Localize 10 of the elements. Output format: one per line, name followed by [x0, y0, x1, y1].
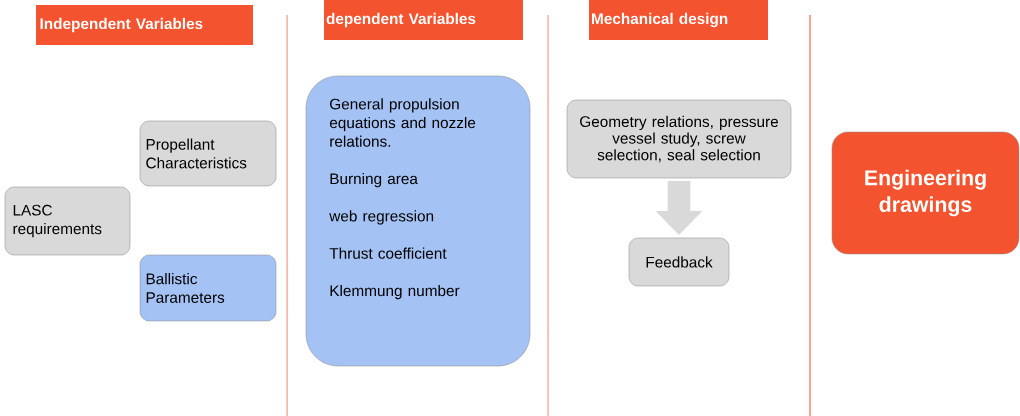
- process-box: Ballistic Parameters: [139, 254, 277, 322]
- column-header: Mechanical design: [589, 0, 768, 40]
- process-box: LASC requirements: [4, 186, 131, 256]
- column-header: dependent Variables: [324, 0, 523, 40]
- column-header: Independent Variables: [36, 5, 253, 45]
- process-box: General propulsion equations and nozzle relations. Burning area web regression Thrust coefficient Klemmung number: [305, 75, 531, 367]
- process-box: Propellant Characteristics: [139, 120, 277, 187]
- output-box: Engineering drawings: [831, 131, 1020, 255]
- process-box: Feedback: [628, 237, 730, 287]
- process-box: Geometry relations, pressure vessel study, screw selection, seal selection: [566, 99, 792, 179]
